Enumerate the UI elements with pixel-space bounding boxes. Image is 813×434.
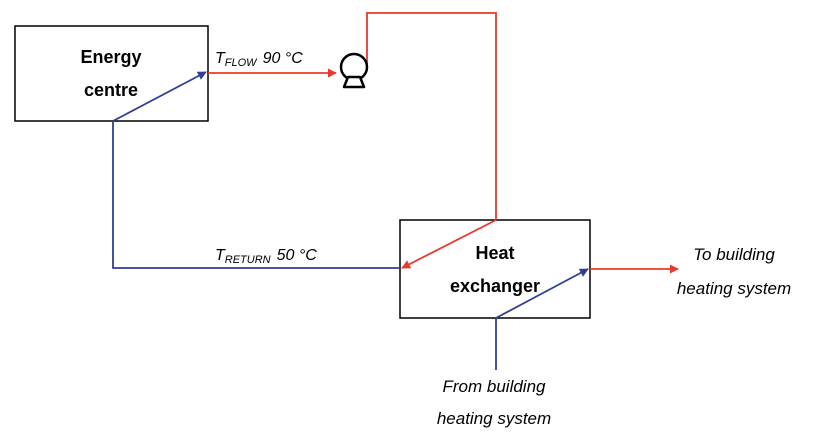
- flow-temperature-label: TFLOW 90 °C: [215, 50, 303, 69]
- energy-centre-internal-arrow: [112, 71, 207, 122]
- from-building-label-line1: From building: [443, 377, 547, 396]
- flow-temperature-value: 90 °C: [263, 50, 304, 67]
- heat-exchanger-label-line2: exchanger: [450, 276, 540, 296]
- to-building-label-line2: heating system: [677, 279, 791, 298]
- flow-temperature-subscript: FLOW: [225, 57, 258, 69]
- return-pipe: [112, 121, 400, 269]
- heat-exchanger-label-line1: Heat: [475, 243, 514, 263]
- to-building-label-line1: To building: [693, 245, 775, 264]
- return-temperature-subscript: RETURN: [225, 254, 271, 266]
- return-temperature-value: 50 °C: [277, 247, 318, 264]
- heat-exchanger-internal-arrow: [495, 268, 589, 319]
- return-temperature-label: TRETURN 50 °C: [215, 247, 317, 266]
- energy-centre-label-line1: Energy: [80, 47, 141, 67]
- flow-pipe-loop: [366, 12, 497, 220]
- flow-temperature-symbol: T: [215, 50, 226, 67]
- heat-exchanger-box: [399, 219, 591, 319]
- heat-exchanger-supply-arrow: [401, 219, 497, 269]
- return-temperature-symbol: T: [215, 247, 226, 264]
- energy-centre-box: [14, 25, 209, 122]
- pump-icon: [339, 52, 369, 89]
- energy-centre-label-line2: centre: [84, 80, 138, 100]
- from-building-label-line2: heating system: [437, 409, 551, 428]
